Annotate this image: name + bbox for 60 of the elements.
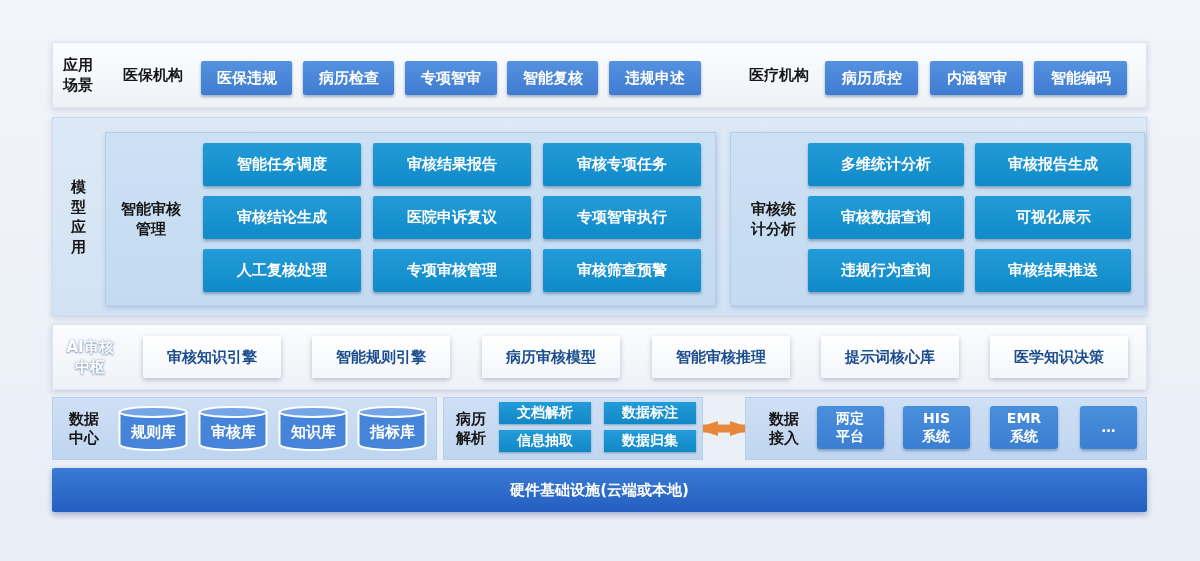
function-box: 审核结论生成	[203, 196, 361, 239]
source-box: 两定平台	[817, 406, 884, 449]
scenario-tag: 医保违规	[201, 61, 292, 95]
layer-title: 应用场景	[63, 55, 94, 95]
parse-tag: 数据标注	[604, 402, 696, 424]
group-label: 医疗机构	[749, 65, 809, 85]
function-box: 审核结果推送	[975, 249, 1131, 292]
engine-card: 病历审核模型	[482, 336, 620, 378]
source-box: …	[1080, 406, 1137, 449]
layer-panel	[443, 397, 703, 460]
engine-card: 智能审核推理	[652, 336, 790, 378]
parse-tag: 信息抽取	[499, 430, 591, 452]
function-box: 审核数据查询	[808, 196, 964, 239]
function-box: 专项智审执行	[543, 196, 701, 239]
function-box: 审核报告生成	[975, 143, 1131, 186]
parse-tag: 文档解析	[499, 402, 591, 424]
layer-title: AI审核中枢	[65, 337, 116, 377]
layer-band	[52, 324, 1147, 390]
scenario-tag: 病历检查	[303, 61, 394, 95]
engine-card: 提示词核心库	[821, 336, 959, 378]
database-cylinder: 审核库	[198, 406, 268, 450]
function-box: 智能任务调度	[203, 143, 361, 186]
function-box: 审核专项任务	[543, 143, 701, 186]
infrastructure-bar: 硬件基础设施(云端或本地)	[52, 468, 1147, 512]
layer-panel	[52, 397, 437, 460]
source-box: EMR系统	[990, 406, 1058, 449]
database-cylinder: 规则库	[118, 406, 188, 450]
scenario-tag: 智能编码	[1034, 61, 1127, 95]
layer-title: 数据接入	[769, 409, 800, 448]
layer-title: 病历解析	[456, 409, 487, 448]
function-box: 多维统计分析	[808, 143, 964, 186]
database-cylinder: 知识库	[278, 406, 348, 450]
scenario-tag: 违规申述	[609, 61, 701, 95]
engine-card: 智能规则引擎	[312, 336, 450, 378]
module-panel	[730, 132, 1145, 306]
scenario-tag: 专项智审	[405, 61, 497, 95]
function-box: 违规行为查询	[808, 249, 964, 292]
panel-title: 审核统计分析	[749, 199, 797, 239]
module-panel	[105, 132, 716, 306]
source-box: HIS系统	[903, 406, 970, 449]
layer-band	[52, 117, 1147, 316]
panel-title: 智能审核管理	[119, 199, 182, 239]
group-label: 医保机构	[123, 65, 183, 85]
layer-band	[52, 42, 1147, 108]
function-box: 专项审核管理	[373, 249, 531, 292]
function-box: 可视化展示	[975, 196, 1131, 239]
scenario-tag: 病历质控	[825, 61, 918, 95]
function-box: 审核结果报告	[373, 143, 531, 186]
database-cylinder: 指标库	[357, 406, 427, 450]
engine-card: 医学知识决策	[990, 336, 1128, 378]
function-box: 审核筛查预警	[543, 249, 701, 292]
scenario-tag: 智能复核	[507, 61, 598, 95]
engine-card: 审核知识引擎	[143, 336, 281, 378]
function-box: 人工复核处理	[203, 249, 361, 292]
layer-panel	[745, 397, 1147, 460]
layer-title: 模型应用	[71, 176, 86, 257]
scenario-tag: 内涵智审	[930, 61, 1023, 95]
layer-title: 数据中心	[69, 409, 100, 448]
function-box: 医院申诉复议	[373, 196, 531, 239]
parse-tag: 数据归集	[604, 430, 696, 452]
